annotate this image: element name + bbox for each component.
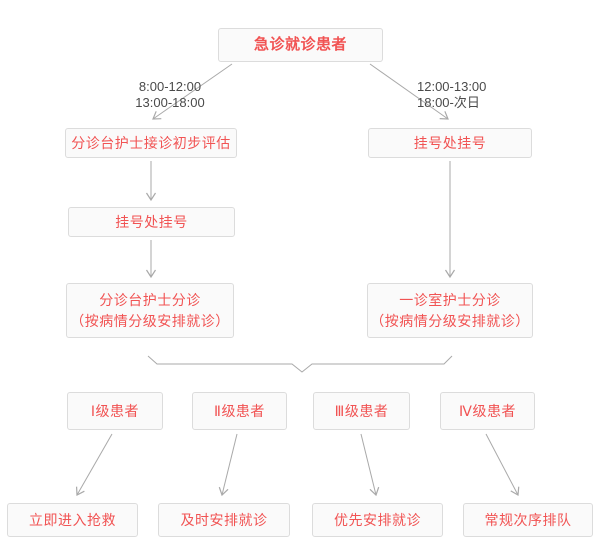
connector-level2-to-action2	[218, 433, 238, 497]
node-level-4-patient: Ⅳ级患者	[440, 392, 535, 430]
connector-start-to-right-register	[369, 63, 449, 120]
node-immediate-rescue: 立即进入抢救	[7, 503, 138, 537]
time-label-line: 8:00-12:00	[138, 79, 202, 94]
connector-level3-to-action3	[360, 433, 380, 497]
node-triage-desk-nurse-triage: 分诊台护士分诊 （按病情分级安排就诊）	[66, 283, 234, 338]
node-label: 优先安排就诊	[334, 511, 421, 528]
node-level-3-patient: Ⅲ级患者	[313, 392, 410, 430]
time-label-line: 18:00-次日	[417, 95, 480, 110]
time-label-left: 8:00-12:00 13:00-18:00	[123, 79, 217, 111]
node-label: Ⅳ级患者	[459, 402, 516, 419]
node-priority-consultation: 优先安排就诊	[312, 503, 443, 537]
node-consult-room-nurse-triage: 一诊室护士分诊 （按病情分级安排就诊）	[367, 283, 533, 338]
time-label-right: 12:00-13:00 18:00-次日	[417, 79, 511, 111]
node-label: Ⅰ级患者	[90, 402, 140, 419]
node-label-line1: 一诊室护士分诊	[399, 291, 501, 308]
node-triage-desk-initial-assessment: 分诊台护士接诊初步评估	[65, 128, 237, 158]
time-label-line: 12:00-13:00	[417, 79, 487, 94]
node-level-2-patient: Ⅱ级患者	[192, 392, 287, 430]
time-label-line: 13:00-18:00	[135, 95, 205, 110]
node-label: 常规次序排队	[484, 511, 572, 528]
connector-level1-to-action1	[75, 433, 113, 496]
node-label-line2: （按病情分级安排就诊）	[370, 312, 530, 329]
node-level-1-patient: Ⅰ级患者	[67, 392, 163, 430]
node-registration-desk-right: 挂号处挂号	[368, 128, 532, 158]
node-label-line1: 分诊台护士分诊	[99, 291, 201, 308]
node-timely-consultation: 及时安排就诊	[158, 503, 290, 537]
connector-start-to-left-assess	[152, 63, 233, 120]
node-registration-desk-left: 挂号处挂号	[68, 207, 235, 237]
node-label-line2: （按病情分级安排就诊）	[70, 312, 230, 329]
node-label: 及时安排就诊	[180, 511, 268, 528]
node-label: Ⅱ级患者	[214, 402, 265, 419]
node-emergency-patient: 急诊就诊患者	[218, 28, 383, 62]
node-label: 挂号处挂号	[115, 213, 188, 230]
merge-brace	[147, 355, 453, 373]
node-label: 急诊就诊患者	[253, 35, 347, 53]
node-label: 立即进入抢救	[29, 511, 116, 528]
node-label: Ⅲ级患者	[334, 402, 389, 419]
node-regular-queue: 常规次序排队	[463, 503, 593, 537]
connector-level4-to-action4	[485, 433, 520, 496]
node-label: 分诊台护士接诊初步评估	[71, 134, 231, 151]
node-label: 挂号处挂号	[413, 134, 487, 151]
